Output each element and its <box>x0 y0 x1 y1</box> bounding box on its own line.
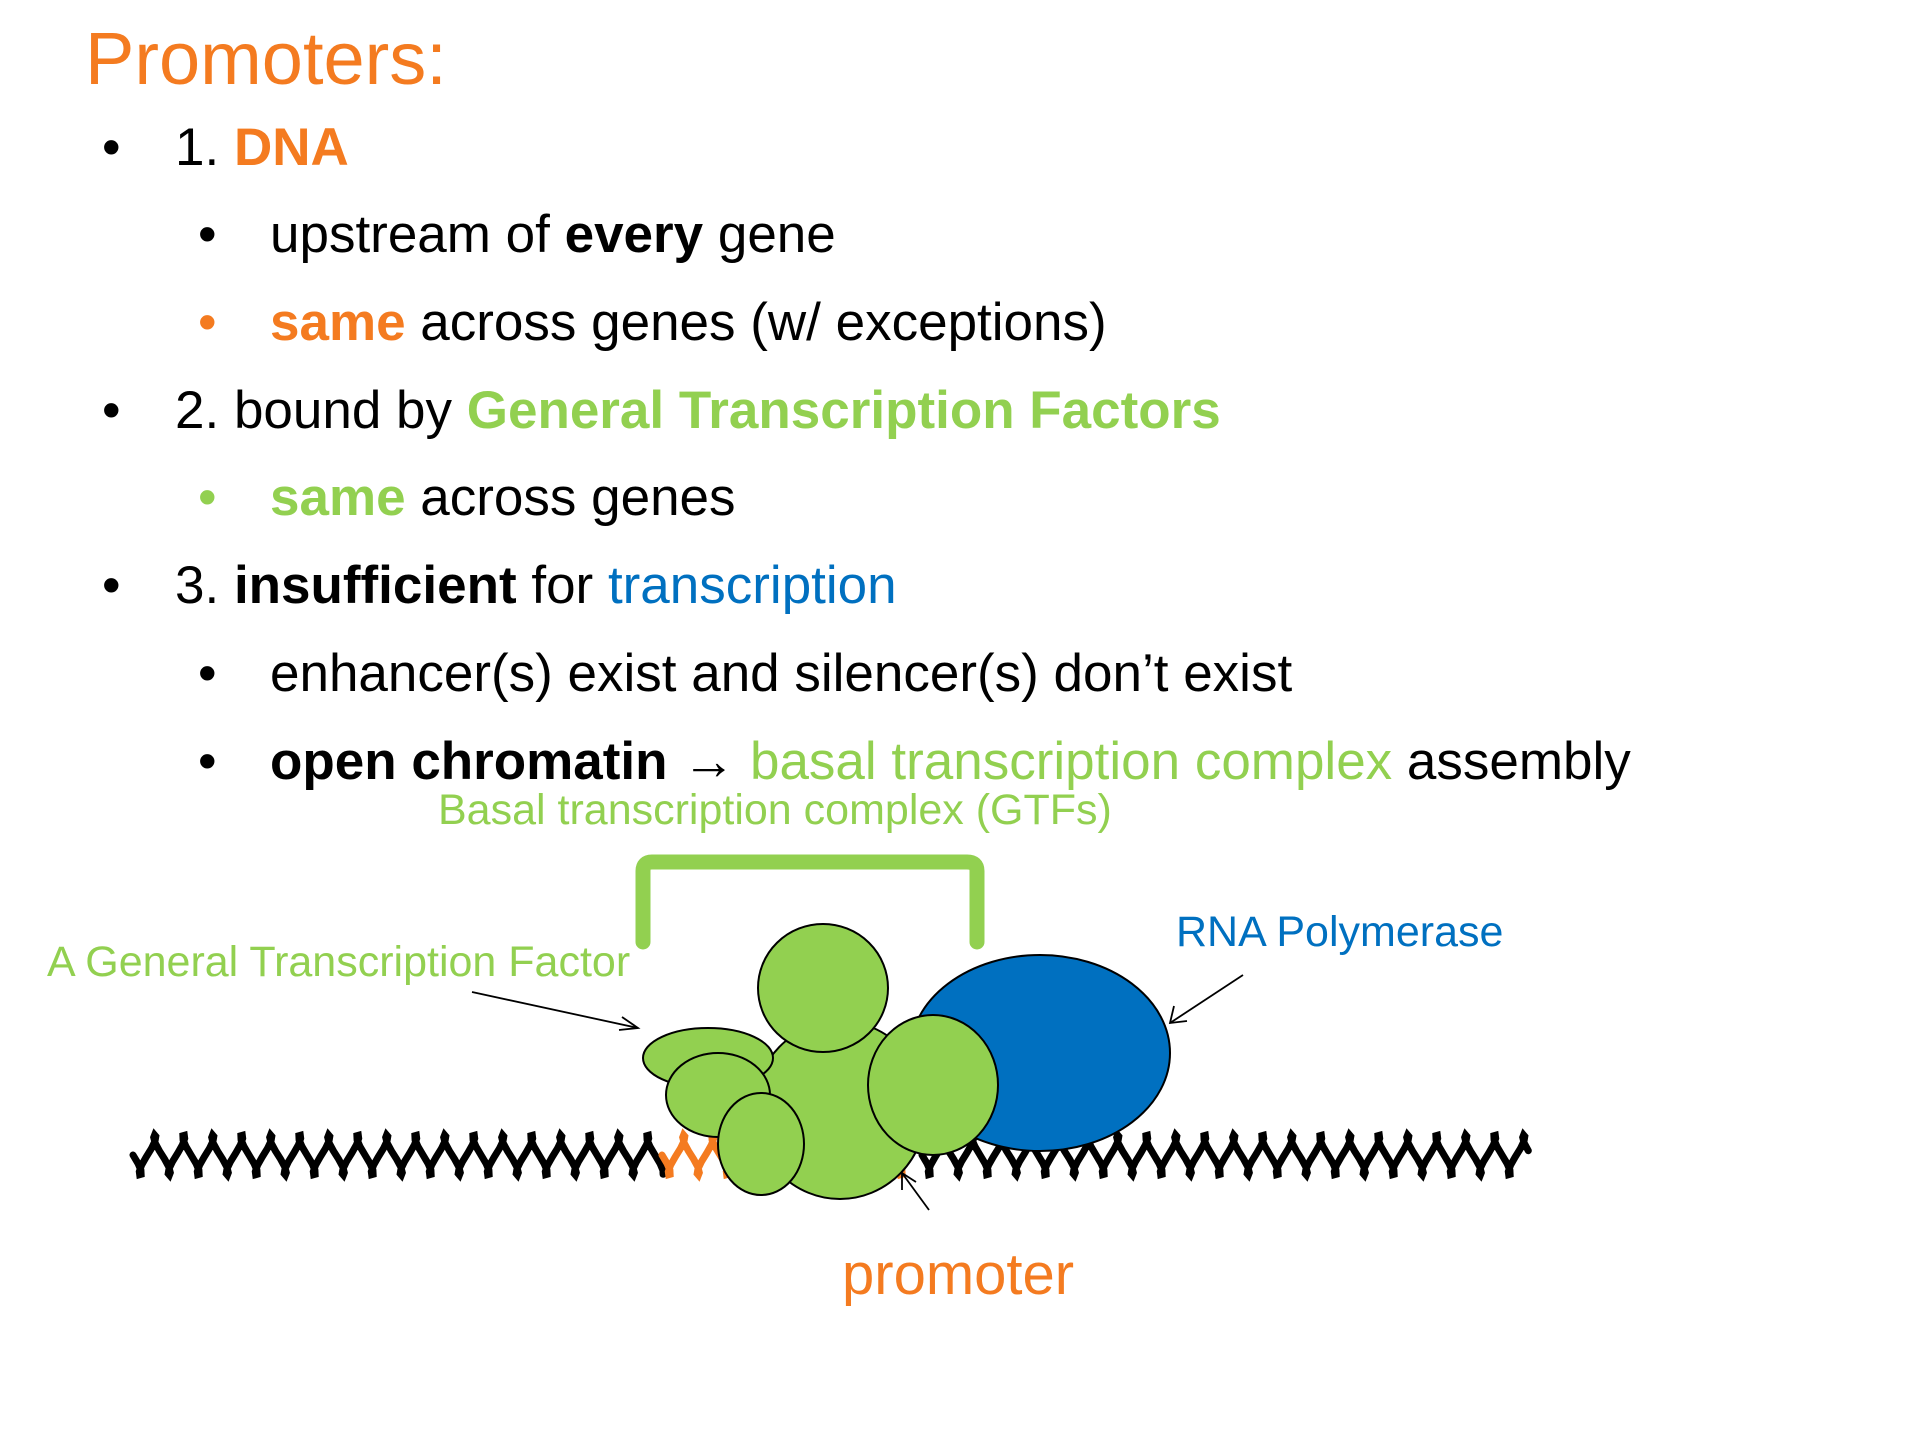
gtf-bottom-left <box>717 1092 805 1196</box>
dna-strand-right <box>918 1128 1532 1182</box>
bullet-marker: • <box>198 644 217 703</box>
text-run: across genes <box>405 468 736 527</box>
text-run: basal transcription complex <box>749 732 1393 791</box>
bullet-text: 3. insufficient for transcription <box>175 559 897 612</box>
basal-complex-bracket <box>635 854 985 950</box>
bullet-text: same across genes <box>270 471 736 524</box>
gtf-arrow <box>471 991 639 1029</box>
bullet-text: enhancer(s) exist and silencer(s) don’t … <box>270 647 1292 700</box>
text-run: across genes (w/ exceptions) <box>405 293 1107 352</box>
promoter-label: promoter <box>842 1242 1075 1307</box>
bullet-number: 2. <box>175 381 234 440</box>
bullet-text: open chromatin → basal transcription com… <box>270 735 1631 788</box>
text-run: → <box>667 732 750 791</box>
text-run: enhancer(s) exist and silencer(s) don’t … <box>270 644 1293 703</box>
rna-polymerase-label: RNA Polymerase <box>1176 908 1504 956</box>
bullet-text: same across genes (w/ exceptions) <box>270 296 1107 349</box>
promoter-arrow-head <box>901 1171 917 1190</box>
bullet-marker: • <box>198 293 217 352</box>
bullet-text: upstream of every gene <box>270 208 836 261</box>
rna-pol-arrow <box>1169 974 1244 1024</box>
bullet-marker: • <box>198 468 217 527</box>
text-run: same <box>270 293 406 352</box>
text-run: assembly <box>1392 732 1631 791</box>
bullet-number: 1. <box>175 118 234 177</box>
bullet-marker: • <box>198 732 217 791</box>
bullet-marker: • <box>102 381 121 440</box>
bullet-marker: • <box>102 556 121 615</box>
text-run: every <box>564 205 704 264</box>
text-run: insufficient <box>233 556 517 615</box>
gtf-top <box>757 923 889 1053</box>
text-run: transcription <box>607 556 897 615</box>
text-run: bound by <box>233 381 467 440</box>
bullet-marker: • <box>198 205 217 264</box>
dna-strand-left <box>129 1128 667 1182</box>
promoter-arrow <box>901 1172 930 1211</box>
text-run: open chromatin <box>270 732 668 791</box>
text-run: for <box>516 556 608 615</box>
text-run: DNA <box>233 118 349 177</box>
text-run: gene <box>703 205 836 264</box>
text-run: upstream of <box>270 205 565 264</box>
gtf-arrow-head <box>618 1016 641 1031</box>
bullet-marker: • <box>102 118 121 177</box>
rna-pol-arrow-head <box>1168 1005 1188 1025</box>
text-run: same <box>270 468 406 527</box>
gtf-label: A General Transcription Factor <box>47 938 631 986</box>
bullet-number: 3. <box>175 556 234 615</box>
text-run: General Transcription Factors <box>466 381 1221 440</box>
slide-title: Promoters: <box>85 17 447 100</box>
bullet-text: 1. DNA <box>175 121 349 174</box>
gtf-right <box>867 1014 999 1156</box>
bullet-text: 2. bound by General Transcription Factor… <box>175 384 1221 437</box>
basal-complex-label: Basal transcription complex (GTFs) <box>438 786 1112 834</box>
